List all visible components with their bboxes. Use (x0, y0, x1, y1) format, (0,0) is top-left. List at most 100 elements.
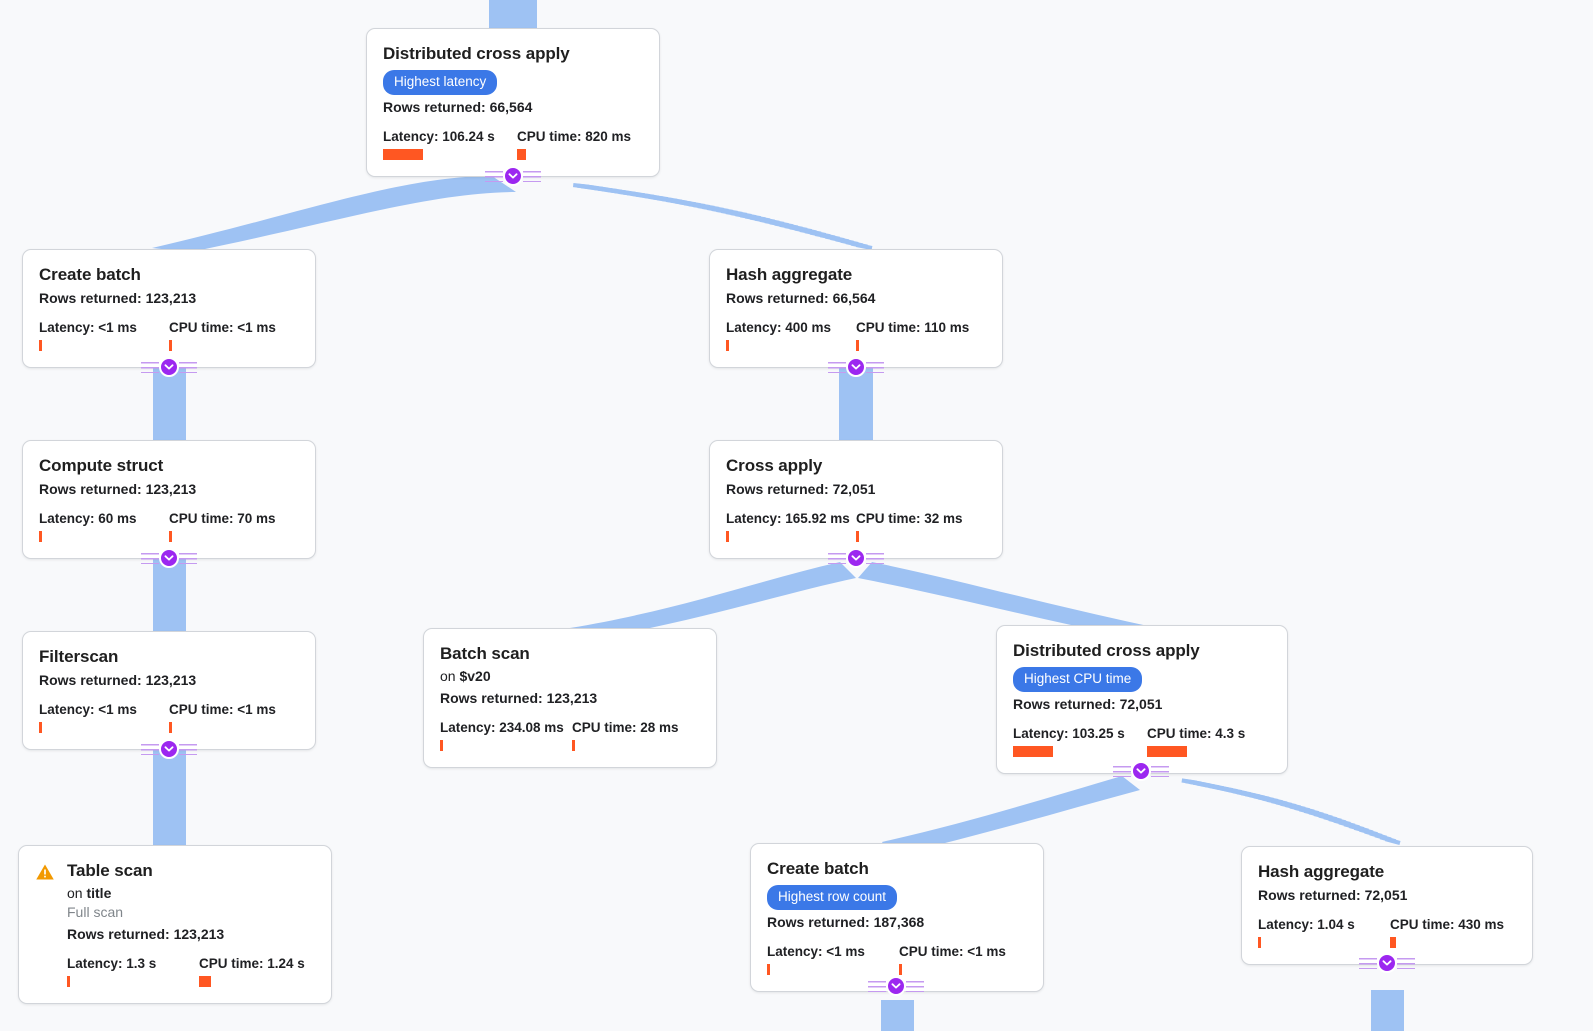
cpu-label: CPU time: 70 ms (169, 511, 276, 526)
latency-metric: Latency: 165.92 ms (726, 511, 856, 542)
latency-bar (67, 976, 70, 987)
connector-line-right (523, 170, 541, 182)
latency-metric: Latency: 60 ms (39, 511, 169, 542)
latency-bar (726, 531, 729, 542)
cpu-metric: CPU time: 1.24 s (199, 956, 305, 987)
latency-label: Latency: 1.3 s (67, 956, 157, 971)
cpu-label: CPU time: 4.3 s (1147, 725, 1246, 741)
cpu-bar (899, 963, 902, 975)
connector-filterscan[interactable] (141, 738, 197, 760)
chevron-down-icon[interactable] (159, 357, 179, 377)
latency-label: Latency: <1 ms (767, 943, 865, 959)
connector-create-batch[interactable] (141, 356, 197, 378)
status-badge: Highest latency (383, 70, 498, 95)
node-subtitle: on $v20 (440, 668, 491, 684)
chevron-down-icon[interactable] (159, 739, 179, 759)
cpu-bar (169, 531, 172, 542)
cpu-label: CPU time: <1 ms (899, 943, 1006, 959)
node-subtitle-target: title (86, 885, 112, 901)
node-subtitle-note: Full scan (67, 904, 124, 920)
cpu-metric: CPU time: <1 ms (169, 320, 276, 351)
status-badge: Highest row count (767, 885, 898, 910)
chevron-down-icon[interactable] (503, 166, 523, 186)
connector-dca-right[interactable] (1113, 760, 1169, 782)
latency-metric: Latency: 106.24 s (383, 129, 517, 160)
chevron-down-icon[interactable] (846, 357, 866, 377)
node-title: Filterscan (39, 647, 119, 666)
node-title: Hash aggregate (726, 265, 853, 284)
node-metrics: Latency: <1 ms CPU time: <1 ms (39, 320, 299, 351)
cpu-bar (169, 340, 172, 351)
connector-hash-agg[interactable] (828, 356, 884, 378)
cpu-bar (169, 722, 172, 733)
warning-triangle-icon (36, 864, 54, 880)
node-title: Create batch (39, 265, 141, 284)
node-title: Create batch (767, 859, 869, 878)
latency-bar (39, 340, 42, 351)
cpu-bar (1390, 937, 1396, 948)
chevron-down-icon[interactable] (1131, 761, 1151, 781)
rows-returned: Rows returned: 66,564 (383, 98, 533, 115)
connector-line-right (906, 980, 924, 992)
node-title: Compute struct (39, 456, 164, 475)
latency-label: Latency: 234.08 ms (440, 720, 564, 735)
latency-label: Latency: 165.92 ms (726, 511, 850, 526)
chevron-down-icon[interactable] (886, 976, 906, 996)
connector-line-left (141, 361, 159, 373)
latency-label: Latency: 106.24 s (383, 128, 495, 144)
cpu-metric: CPU time: 110 ms (856, 320, 969, 351)
latency-label: Latency: <1 ms (39, 320, 137, 335)
cpu-bar (572, 740, 575, 751)
connector-hash-agg-2[interactable] (1359, 952, 1415, 974)
connector-cross-apply[interactable] (828, 547, 884, 569)
rows-returned: Rows returned: 123,213 (39, 481, 197, 497)
node-title: Hash aggregate (1258, 862, 1385, 881)
latency-label: Latency: <1 ms (39, 702, 137, 717)
latency-metric: Latency: 1.3 s (67, 956, 199, 987)
chevron-down-icon[interactable] (1377, 953, 1397, 973)
node-metrics: Latency: <1 ms CPU time: <1 ms (767, 944, 1027, 975)
connector-root[interactable] (485, 165, 541, 187)
latency-bar (1013, 745, 1053, 757)
connector-line-left (828, 552, 846, 564)
latency-bar (39, 722, 42, 733)
node-title: Table scan (67, 861, 153, 880)
cpu-label: CPU time: 110 ms (856, 320, 970, 335)
node-subtitle-target: $v20 (459, 668, 491, 684)
latency-bar (39, 531, 42, 542)
latency-metric: Latency: 103.25 s (1013, 726, 1147, 757)
connector-compute[interactable] (141, 547, 197, 569)
cpu-label: CPU time: <1 ms (169, 320, 276, 335)
cpu-bar (199, 976, 211, 987)
latency-bar (726, 340, 729, 351)
chevron-down-icon[interactable] (846, 548, 866, 568)
chevron-down-icon[interactable] (159, 548, 179, 568)
connector-create-b2[interactable] (868, 975, 924, 997)
latency-metric: Latency: 1.04 s (1258, 917, 1390, 948)
